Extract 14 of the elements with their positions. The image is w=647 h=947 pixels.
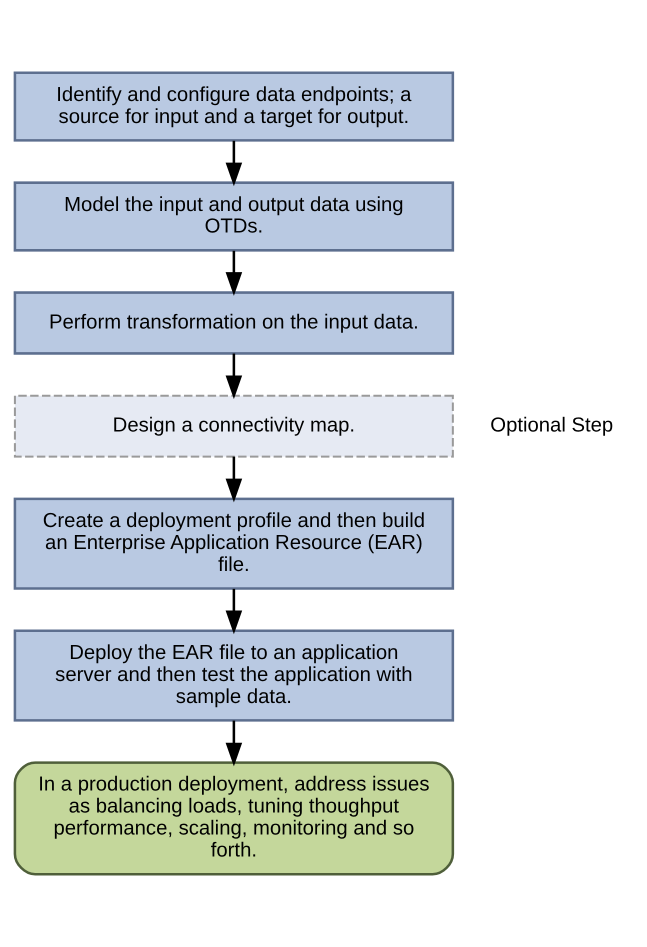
arrow (226, 140, 242, 186)
node-box: Design a connectivity map. (14, 394, 454, 458)
node-label: Optional Step (490, 414, 614, 436)
arrow (226, 588, 242, 634)
node-box: In a production deployment, address issues as balancing loads, tuning thoughput performance, scaling, monitoring and so forth. (14, 761, 454, 876)
arrow (226, 354, 242, 400)
arrow (226, 456, 242, 502)
arrow (226, 720, 242, 766)
node-box: Create a deployment profile and then build an Enterprise Application Resource (EAR) file. (14, 498, 454, 590)
arrow (226, 250, 242, 296)
node-box: Deploy the EAR file to an application server and then test the application with sample data. (14, 629, 454, 722)
node-box: Perform transformation on the input data. (14, 291, 454, 355)
node-box: Model the input and output data using OTDs. (14, 181, 454, 252)
node-box: Identify and configure data endpoints; a source for input and a target for output. (14, 72, 454, 142)
